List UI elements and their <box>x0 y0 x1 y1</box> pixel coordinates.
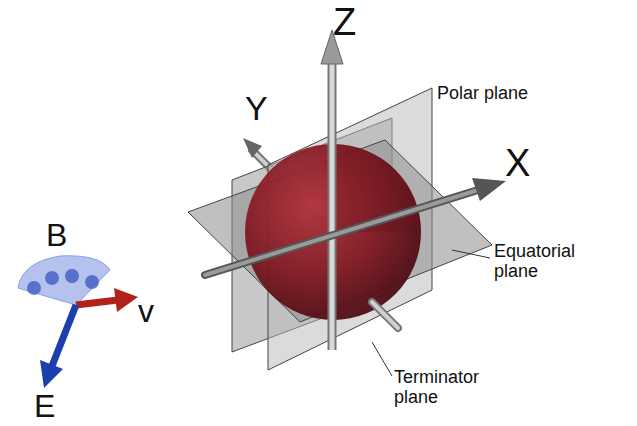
v-arrow <box>76 300 118 305</box>
vector-label: v <box>138 294 154 329</box>
vector-label: B <box>46 218 67 253</box>
axis-label: Y <box>245 90 268 127</box>
z-axis-hi <box>330 60 335 350</box>
equatorial-plane <box>188 140 492 322</box>
x-axis <box>205 190 478 275</box>
v-arrowhead <box>114 288 138 312</box>
axis-label: Z <box>333 2 356 44</box>
leader-line <box>452 250 490 258</box>
plane-label: Terminator plane <box>394 368 504 408</box>
x-arrowhead <box>472 178 506 201</box>
axis-label: X <box>505 143 530 185</box>
y-axis-front <box>372 302 398 328</box>
plane-label: Equatorial plane <box>494 242 604 282</box>
y-axis-front-hi <box>372 302 398 328</box>
leader-line <box>372 342 392 376</box>
b-field-arrows <box>27 269 99 295</box>
z-axis <box>328 60 337 350</box>
e-arrowhead <box>40 360 63 388</box>
b-field-fan <box>18 256 110 305</box>
e-arrow <box>52 305 76 366</box>
x-axis-hi <box>205 190 478 275</box>
plane-label: Polar plane <box>437 84 567 104</box>
vector-label: E <box>34 389 55 424</box>
y-arrowhead <box>243 138 262 158</box>
